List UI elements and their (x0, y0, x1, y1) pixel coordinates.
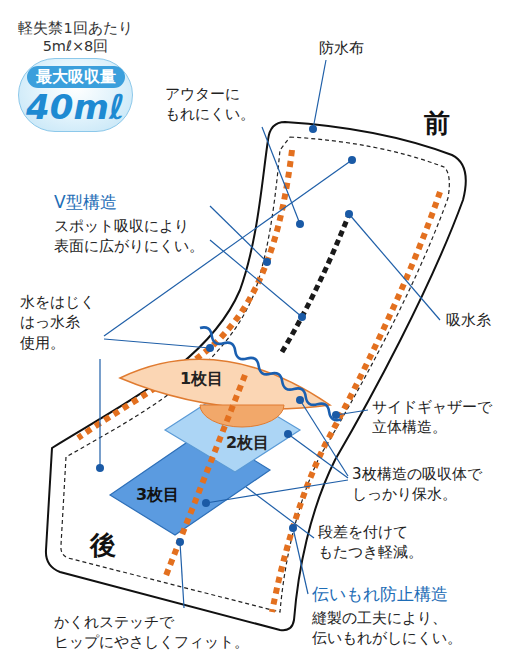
leader-dot (348, 156, 356, 164)
layer-label: 2枚目 (226, 432, 269, 454)
leader-dot (206, 344, 214, 352)
absorbent-thread (282, 212, 350, 352)
leader-dot (202, 499, 210, 507)
feature-note: 縫製の工夫により、 伝いもれがしにくい。 (312, 608, 462, 649)
inner-stitch (61, 137, 449, 612)
leader-line (336, 410, 368, 415)
direction-label: 後 (90, 528, 116, 563)
direction-label: 前 (424, 106, 450, 141)
badge-heading: 最大吸収量 (27, 66, 125, 88)
leader-line (210, 206, 267, 262)
leader-line (313, 60, 326, 129)
part-label: 防水布 (319, 38, 364, 58)
leader-dot (176, 538, 184, 546)
leader-line (99, 359, 100, 468)
feature-note: 水をはじく はっ水糸 使用。 (20, 292, 95, 353)
absorbent-core (200, 405, 284, 427)
pad-outline (46, 122, 466, 630)
badge-value: 40mℓ (26, 90, 125, 124)
leader-line (246, 487, 314, 538)
leader-line (293, 528, 308, 594)
leader-line (262, 127, 300, 224)
feature-note: 3枚構造の吸収体で しっかり保水。 (352, 464, 482, 505)
feature-note: スポット吸収により 表面に広がりにくい。 (54, 216, 204, 257)
feature-note: サイドギャザーで 立体構造。 (372, 397, 492, 438)
leader-dot (332, 411, 340, 419)
first-absorbent-layer (120, 359, 330, 409)
leader-lines (100, 60, 440, 608)
leader-line (349, 214, 440, 320)
leader-dot (345, 210, 353, 218)
leader-dots (96, 125, 356, 546)
layer-label: 1枚目 (180, 368, 223, 390)
hidden-stitch (165, 375, 245, 578)
feature-note: かくれステッチで ヒップにやさしくフィット。 (54, 612, 249, 653)
leader-line (180, 542, 184, 608)
leader-line (300, 400, 348, 476)
leader-dot (96, 464, 104, 472)
feature-note: アウターに もれにくい。 (165, 84, 255, 125)
feature-heading: 伝いもれ防止構造 (312, 583, 448, 606)
leader-line (104, 339, 210, 348)
leader-dot (284, 430, 292, 438)
capacity-badge: 軽失禁1回あたり 5mℓ×8回最大吸収量40mℓ (18, 58, 133, 132)
part-label: 吸水糸 (446, 310, 491, 330)
leader-dot (289, 524, 297, 532)
leader-dot (296, 396, 304, 404)
layer-label: 3枚目 (136, 484, 179, 506)
feature-heading: V型構造 (54, 191, 117, 214)
leader-dot (298, 313, 306, 321)
leader-line (206, 480, 348, 503)
leader-dot (263, 258, 271, 266)
feature-note: 段差を付けて もたつき軽減。 (318, 522, 423, 563)
leader-dot (296, 220, 304, 228)
leader-dot (309, 125, 317, 133)
badge-caption: 軽失禁1回あたり 5mℓ×8回 (18, 19, 132, 55)
leader-line (288, 434, 348, 478)
